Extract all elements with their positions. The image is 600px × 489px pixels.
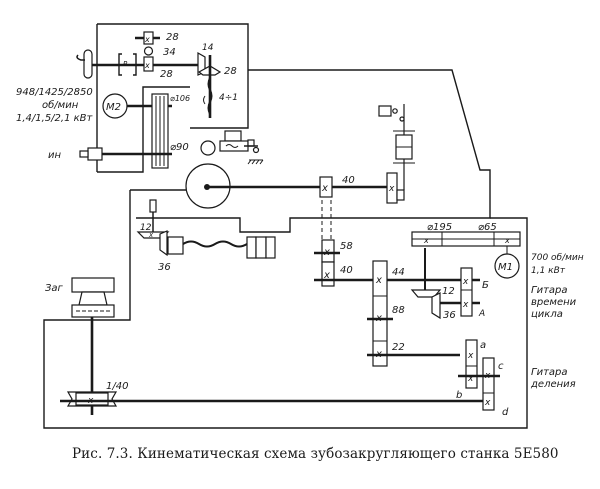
time-guitar-title-1: Гитара	[531, 285, 568, 296]
housing-frames	[43, 23, 528, 429]
svg-text:x: x	[144, 61, 150, 70]
index-guitar-ab[interactable]	[465, 339, 478, 389]
time-guitar-title-2: времени	[531, 297, 577, 308]
bed-outline	[136, 69, 491, 233]
gear-58: 58	[340, 241, 353, 252]
svg-text:x: x	[148, 231, 154, 239]
time-guitar-title-3: цикла	[531, 309, 563, 320]
m1-speed: 700 об/мин	[531, 253, 584, 263]
gear-28-top: 28	[166, 32, 179, 43]
m2-speed: 948/1425/2850	[16, 87, 93, 98]
svg-text:x: x	[504, 236, 510, 245]
handwheel[interactable]	[83, 49, 93, 79]
index-guitar-c: c	[498, 361, 504, 372]
index-guitar-cd[interactable]	[482, 357, 495, 411]
motor-m2-drive: M2 ⌀106 ⌀90 ин 948/1425/2850 об/мин 1,4/…	[16, 87, 190, 169]
svg-text:x: x	[321, 183, 328, 194]
time-guitar-a: А	[478, 309, 485, 319]
svg-text:x: x	[144, 35, 150, 44]
bevel-36-left: 36	[158, 262, 171, 273]
svg-text:x: x	[388, 184, 395, 194]
gear-88: 88	[392, 305, 405, 316]
svg-text:x: x	[484, 398, 491, 408]
clutch-label: P	[123, 60, 128, 68]
motor-m1	[494, 253, 520, 279]
workpiece-assembly: Заг x 1/40	[45, 277, 490, 415]
bevel-12-right: 12	[442, 286, 455, 297]
gear-22: 22	[392, 342, 405, 353]
time-guitar-b: Б	[482, 280, 489, 291]
pulley-195-label: ⌀195	[427, 222, 452, 233]
svg-text:x: x	[467, 351, 474, 361]
motor-m1-label: M1	[498, 262, 513, 273]
index-guitar-title-1: Гитара	[531, 367, 568, 378]
base-frame	[43, 190, 528, 429]
pulley-106-label: ⌀106	[170, 94, 190, 103]
figure-caption: Рис. 7.3. Кинематическая схема зубозакру…	[72, 446, 559, 462]
svg-text:x: x	[462, 300, 469, 310]
index-guitar-a: a	[480, 340, 486, 351]
top-shaft-assembly: P x x 28 34 28 14 28 4÷1	[76, 31, 238, 118]
m1-power: 1,1 кВт	[531, 266, 566, 276]
worm-pair-label: 1/40	[106, 381, 128, 392]
workpiece-label: Заг	[45, 283, 64, 294]
gear-40-lower: 40	[340, 265, 353, 276]
tool-label: ин	[48, 150, 61, 161]
motor-m2-label: M2	[106, 102, 121, 113]
main-gear-train: x x 58 40 x x x 44 88 22 12 36 x x Б А	[314, 222, 521, 418]
small-roller	[200, 140, 216, 156]
svg-text:x: x	[375, 275, 382, 286]
bevel-12-left: 12	[140, 223, 152, 233]
pulley-90-label: ⌀90	[170, 142, 189, 153]
worm-ratio: 4÷1	[219, 93, 238, 103]
pulley-65-label: ⌀65	[478, 222, 497, 233]
bevel-28: 28	[224, 66, 237, 77]
svg-text:x: x	[462, 277, 469, 287]
feed-screw-assembly: x 12 36	[136, 199, 276, 273]
cradle-assembly: x 40 x	[185, 104, 415, 240]
gear-40-upper: 40	[342, 175, 355, 186]
index-guitar-b: b	[456, 390, 462, 401]
gear-44: 44	[392, 267, 405, 278]
svg-text:x: x	[467, 374, 474, 384]
workpiece	[71, 277, 115, 293]
m2-speed-unit: об/мин	[42, 99, 79, 111]
m2-power: 1,4/1,5/2,1 кВт	[16, 113, 94, 124]
bevel-36-right: 36	[443, 310, 456, 321]
svg-text:x: x	[323, 270, 330, 281]
gear-34: 34	[163, 47, 176, 58]
headstock-frame	[97, 23, 249, 129]
bevel-14: 14	[202, 43, 214, 53]
svg-text:x: x	[423, 236, 429, 245]
right-annotations: 700 об/мин 1,1 кВт Гитара времени цикла …	[530, 253, 584, 390]
index-guitar-title-2: деления	[530, 379, 576, 390]
gear-28-mid: 28	[160, 69, 173, 80]
time-guitar-gears[interactable]	[460, 267, 473, 317]
index-guitar-d: d	[502, 407, 509, 418]
